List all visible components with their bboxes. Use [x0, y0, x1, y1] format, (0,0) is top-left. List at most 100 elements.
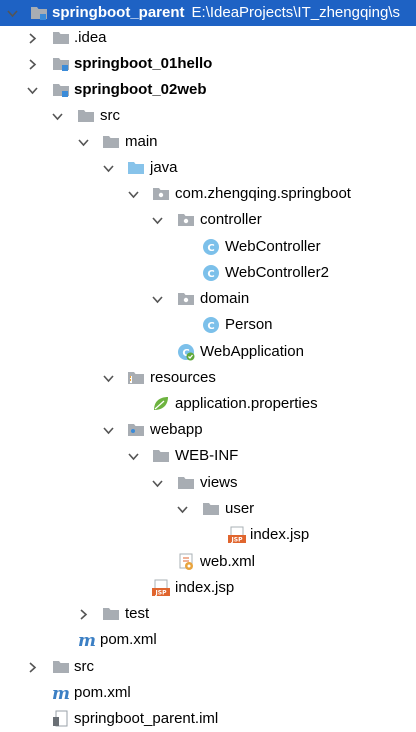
chevron-down-icon[interactable] [177, 504, 188, 515]
folder-icon [152, 447, 170, 465]
tree-row-views[interactable]: views [0, 470, 416, 496]
tree-row-idea[interactable]: .idea [0, 25, 416, 51]
tree-label: .idea [74, 29, 107, 46]
tree-label: test [125, 605, 150, 622]
tree-label: springboot_01hello [74, 55, 213, 72]
tree-label: index.jsp [250, 526, 310, 543]
maven-icon [78, 631, 96, 649]
tree-label: pom.xml [100, 631, 157, 648]
tree-label: resources [150, 369, 216, 386]
iml-file-icon [52, 710, 70, 728]
tree-row-user[interactable]: user [0, 496, 416, 522]
tree-label: src [74, 658, 94, 675]
spring-leaf-icon [152, 395, 170, 413]
folder-icon [202, 500, 220, 518]
spring-boot-class-icon [177, 343, 195, 361]
tree-label: controller [200, 211, 262, 228]
chevron-right-icon[interactable] [27, 662, 38, 673]
chevron-down-icon[interactable] [152, 478, 163, 489]
package-icon [177, 211, 195, 229]
tree-row-main[interactable]: main [0, 129, 416, 155]
tree-row-application-properties[interactable]: application.properties [0, 391, 416, 417]
tree-row-index-jsp[interactable]: index.jsp [0, 575, 416, 601]
tree-label: pom.xml [74, 684, 131, 701]
xml-config-icon [177, 553, 195, 571]
root-path: E:\IdeaProjects\IT_zhengqing\s [191, 4, 400, 21]
tree-label: web.xml [200, 553, 256, 570]
tree-label: domain [200, 290, 250, 307]
tree-label: WEB-INF [175, 447, 239, 464]
tree-row-person[interactable]: Person [0, 312, 416, 338]
tree-label: java [150, 159, 178, 176]
tree-row-parent-iml[interactable]: springboot_parent.iml [0, 706, 416, 732]
module-folder-icon [30, 4, 48, 22]
class-icon [202, 316, 220, 334]
chevron-down-icon[interactable] [103, 425, 114, 436]
folder-icon [177, 474, 195, 492]
chevron-down-icon[interactable] [78, 137, 89, 148]
tree-row-module-02[interactable]: springboot_02web [0, 77, 416, 103]
tree-label: WebApplication [200, 343, 304, 360]
module-folder-icon [52, 81, 70, 99]
tree-label: views [200, 474, 238, 491]
tree-row-user-index-jsp[interactable]: index.jsp [0, 522, 416, 548]
chevron-down-icon[interactable] [103, 373, 114, 384]
jsp-file-icon [152, 579, 170, 597]
tree-row-module-01[interactable]: springboot_01hello [0, 51, 416, 77]
tree-label: WebController [225, 238, 321, 255]
tree-row-web-inf[interactable]: WEB-INF [0, 443, 416, 469]
folder-icon [102, 605, 120, 623]
chevron-down-icon[interactable] [152, 294, 163, 305]
source-folder-icon [127, 159, 145, 177]
tree-row-root[interactable]: springboot_parent E:\IdeaProjects\IT_zhen… [0, 0, 416, 26]
tree-row-src[interactable]: src [0, 103, 416, 129]
chevron-right-icon[interactable] [78, 609, 89, 620]
tree-row-web-xml[interactable]: web.xml [0, 549, 416, 575]
tree-label: springboot_02web [74, 81, 207, 98]
chevron-down-icon[interactable] [7, 8, 18, 19]
tree-row-module-pom[interactable]: pom.xml [0, 627, 416, 653]
tree-row-test[interactable]: test [0, 601, 416, 627]
tree-label: application.properties [175, 395, 318, 412]
tree-label: WebController2 [225, 264, 329, 281]
tree-label: springboot_parent.iml [74, 710, 219, 727]
tree-label: index.jsp [175, 579, 235, 596]
maven-icon [52, 684, 70, 702]
resources-folder-icon [127, 369, 145, 387]
chevron-down-icon[interactable] [128, 189, 139, 200]
chevron-down-icon[interactable] [103, 163, 114, 174]
folder-icon [77, 107, 95, 125]
package-icon [152, 185, 170, 203]
root-name: springboot_parent [52, 4, 185, 21]
chevron-right-icon[interactable] [27, 33, 38, 44]
tree-label: src [100, 107, 120, 124]
chevron-down-icon[interactable] [52, 111, 63, 122]
tree-row-controller[interactable]: controller [0, 207, 416, 233]
tree-row-java[interactable]: java [0, 155, 416, 181]
tree-row-web-application[interactable]: WebApplication [0, 339, 416, 365]
tree-label: com.zhengqing.springboot [175, 185, 351, 202]
tree-label-root: springboot_parent E:\IdeaProjects\IT_zhen… [52, 4, 400, 22]
tree-label: user [225, 500, 255, 517]
folder-icon [52, 29, 70, 47]
chevron-down-icon[interactable] [128, 451, 139, 462]
tree-label: main [125, 133, 158, 150]
chevron-down-icon[interactable] [152, 215, 163, 226]
chevron-right-icon[interactable] [27, 59, 38, 70]
tree-row-domain[interactable]: domain [0, 286, 416, 312]
tree-row-webapp[interactable]: webapp [0, 417, 416, 443]
class-icon [202, 264, 220, 282]
tree-label: webapp [150, 421, 203, 438]
jsp-file-icon [228, 526, 246, 544]
class-icon [202, 238, 220, 256]
module-folder-icon [52, 55, 70, 73]
tree-label: Person [225, 316, 273, 333]
folder-icon [102, 133, 120, 151]
tree-row-root-src[interactable]: src [0, 654, 416, 680]
tree-row-web-controller[interactable]: WebController [0, 234, 416, 260]
tree-row-package[interactable]: com.zhengqing.springboot [0, 181, 416, 207]
tree-row-root-pom[interactable]: pom.xml [0, 680, 416, 706]
chevron-down-icon[interactable] [27, 85, 38, 96]
tree-row-resources[interactable]: resources [0, 365, 416, 391]
tree-row-web-controller2[interactable]: WebController2 [0, 260, 416, 286]
